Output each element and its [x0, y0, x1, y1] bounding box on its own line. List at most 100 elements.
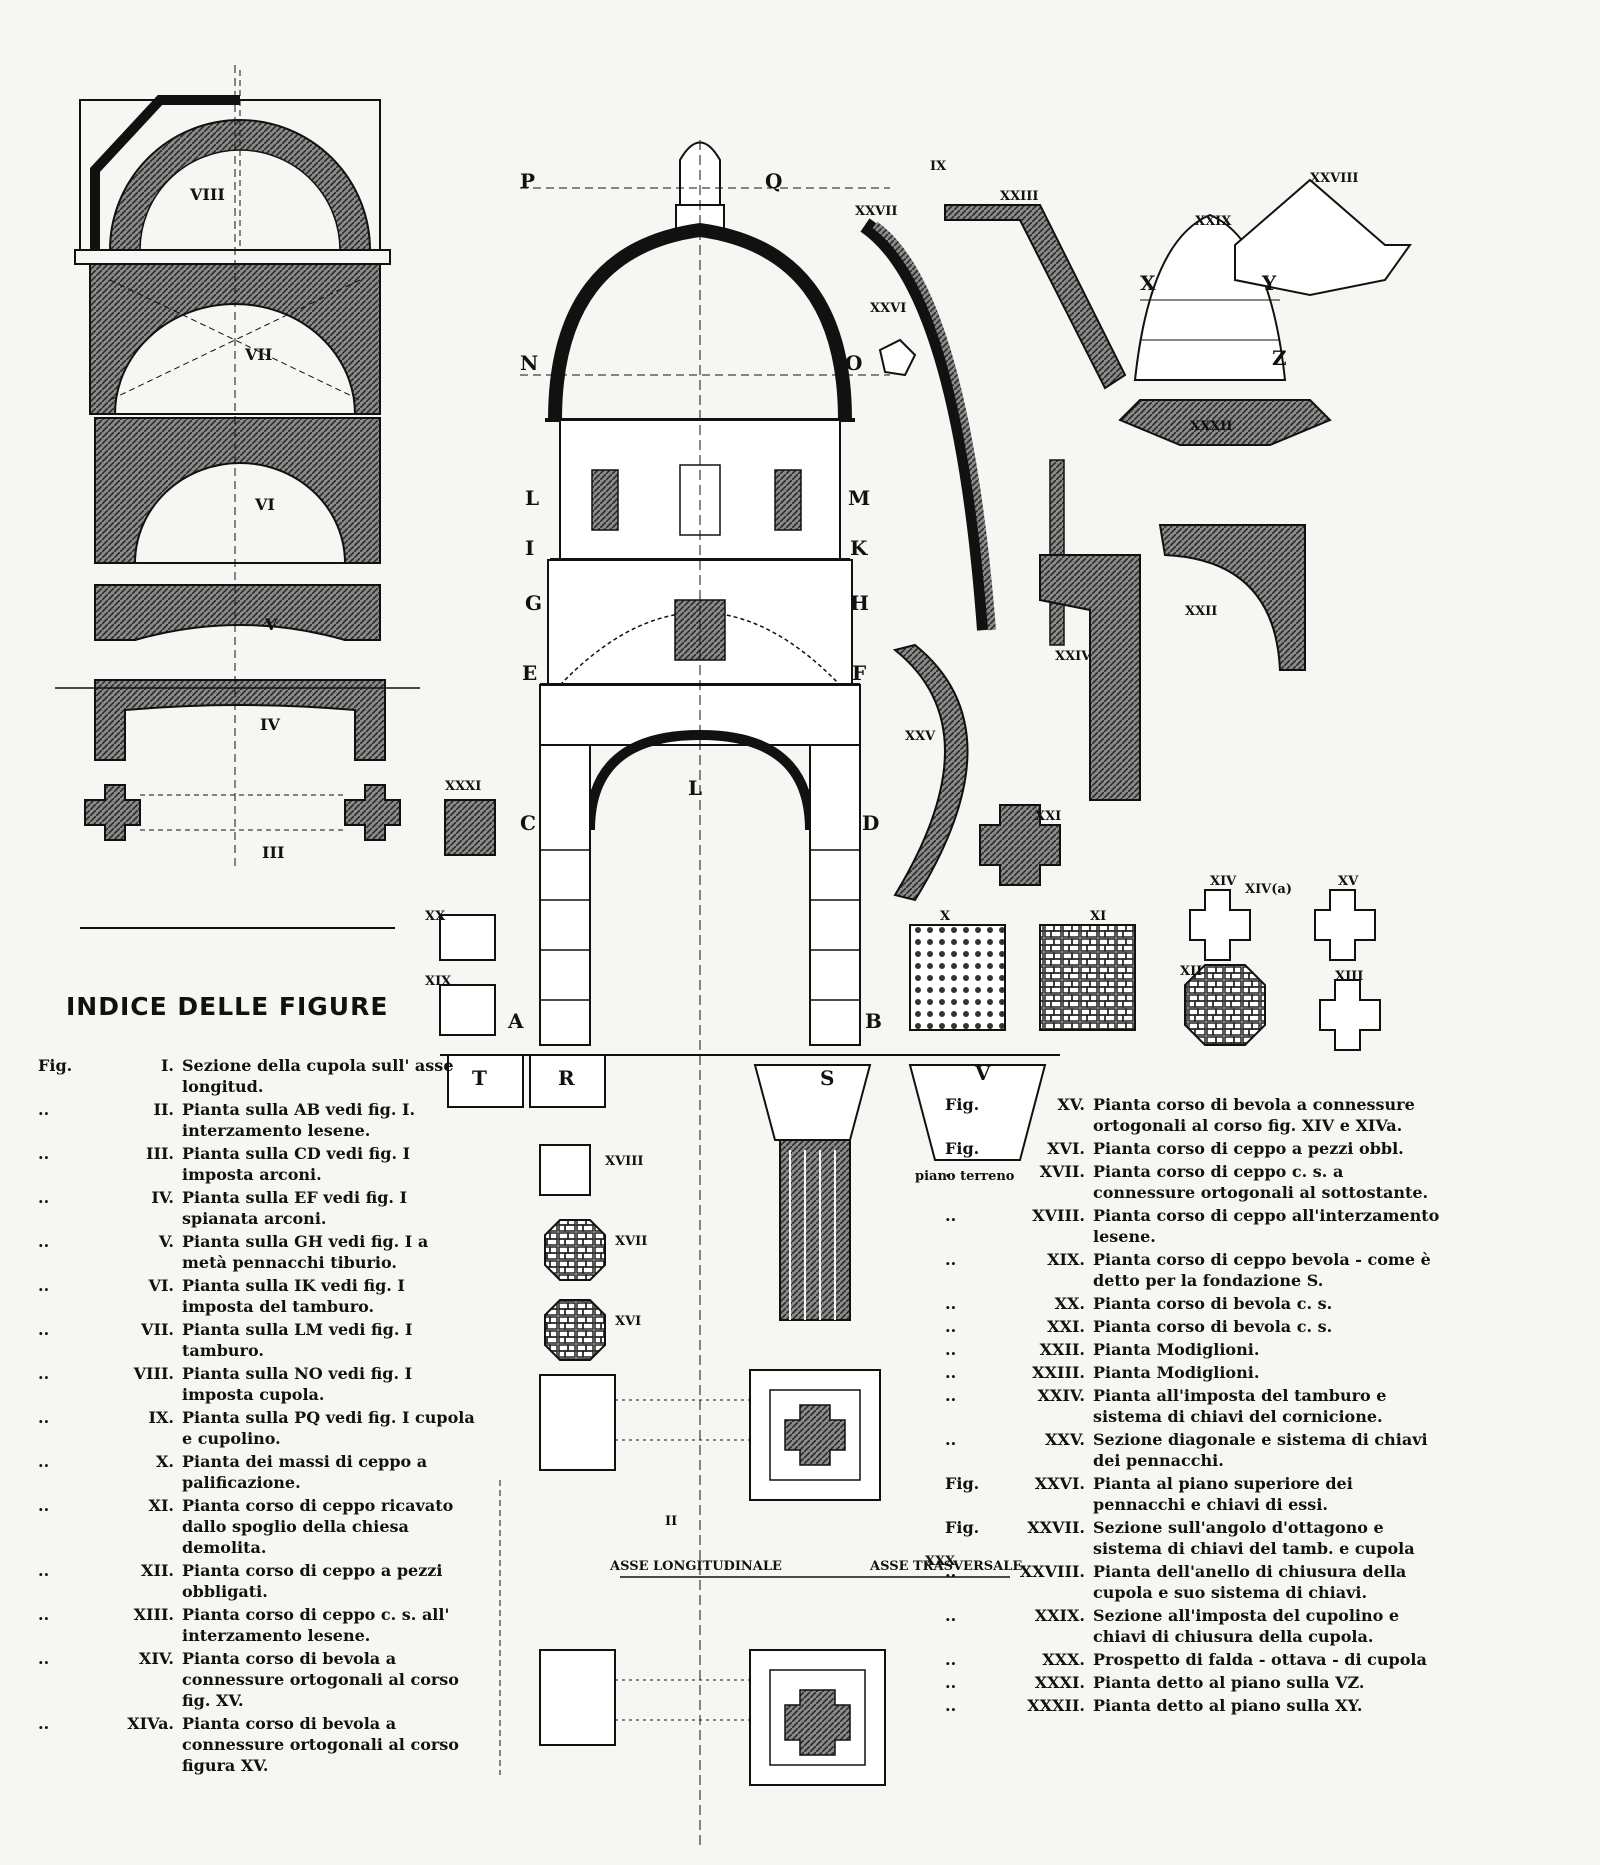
label-fig-vii: VII	[244, 345, 272, 364]
label-fig-v: V	[264, 615, 278, 634]
index-entry-text: Pianta corso di ceppo a pezzi obbligati.	[182, 1561, 443, 1601]
index-entry-text: Pianta all'imposta del tamburo e sistema…	[1093, 1386, 1387, 1426]
index-entry-num: XIII.	[133, 1605, 174, 1624]
label-A: A	[507, 1009, 524, 1033]
label-fig-xiii: XIII	[1335, 969, 1363, 984]
label-E: E	[522, 661, 537, 685]
index-entry-prefix: Fig.	[38, 1056, 73, 1075]
index-entry-num: XIV.	[138, 1649, 174, 1668]
label-fig-xxv: XXV	[905, 729, 936, 744]
index-entry-prefix: ..	[38, 1188, 50, 1207]
label-fig-xii: XII	[1180, 964, 1202, 979]
index-entry-text: Pianta corso di bevola a connessure orto…	[182, 1714, 459, 1775]
label-asse-trasversale: ASSE TRASVERSALE	[869, 1559, 1022, 1574]
index-entry-prefix: ..	[945, 1317, 957, 1336]
index-entry: ..XIVa.Pianta corso di bevola a connessu…	[38, 1713, 478, 1776]
index-entry: ..XIV.Pianta corso di bevola a connessur…	[38, 1648, 478, 1711]
index-entry: ..XXIX.Sezione all'imposta del cupolino …	[945, 1605, 1445, 1647]
label-M: M	[848, 486, 870, 510]
label-T: T	[472, 1066, 487, 1090]
index-entry: ..XXX.Prospetto di falda - ottava - di c…	[945, 1649, 1445, 1670]
index-entry-num: XI.	[148, 1496, 174, 1515]
label-fig-ii: II	[665, 1514, 677, 1529]
index-entry-text: Pianta corso di ceppo bevola - come è de…	[1093, 1250, 1431, 1290]
index-entry-num: XXIX.	[1034, 1606, 1085, 1625]
index-entry-text: Pianta dell'anello di chiusura della cup…	[1093, 1562, 1407, 1602]
label-S: S	[820, 1066, 834, 1090]
index-entry-prefix: ..	[945, 1250, 957, 1269]
label-L: L	[525, 486, 539, 510]
fig-viii-plan: VIII	[74, 70, 391, 265]
index-entry: ..VII.Pianta sulla LM vedi fig. I tambur…	[38, 1319, 478, 1361]
label-I: I	[525, 536, 534, 560]
index-entry-num: XXII.	[1039, 1340, 1085, 1359]
foundation-plans	[499, 1369, 1010, 1786]
index-entry: ..XXXI.Pianta detto al piano sulla VZ.	[945, 1672, 1445, 1693]
index-entry-num: XII.	[141, 1561, 174, 1580]
index-entry-num: XXX.	[1042, 1650, 1085, 1669]
index-entry-prefix: ..	[945, 1340, 957, 1359]
index-entry-num: XV.	[1057, 1095, 1085, 1114]
label-asse-longitudinale: ASSE LONGITUDINALE	[609, 1559, 782, 1574]
fig-iii-plan: III	[84, 784, 401, 862]
label-fig-ix: IX	[930, 159, 947, 174]
index-entry-text: Pianta detto al piano sulla XY.	[1093, 1696, 1363, 1715]
label-X: X	[1140, 271, 1156, 295]
index-entry: ..XIX.Pianta corso di ceppo bevola - com…	[945, 1249, 1445, 1291]
index-entry-num: XXVI.	[1034, 1474, 1085, 1493]
index-entry: Fig.XXVII.Sezione sull'angolo d'ottagono…	[945, 1517, 1445, 1559]
index-entry-prefix: Fig.	[945, 1139, 980, 1158]
label-fig-iii: III	[262, 843, 284, 862]
index-entry-prefix: ..	[38, 1232, 50, 1251]
index-entry: ..XX.Pianta corso di bevola c. s.	[945, 1293, 1445, 1314]
index-entry-num: VII.	[141, 1320, 174, 1339]
label-fig-xvi: XVI	[615, 1314, 641, 1329]
index-entry: ..X.Pianta dei massi di ceppo a palifica…	[38, 1451, 478, 1493]
label-H: H	[850, 591, 869, 615]
index-entry-text: Pianta corso di ceppo a pezzi obbl.	[1093, 1139, 1404, 1158]
index-entry-prefix: ..	[38, 1649, 50, 1668]
label-Z: Z	[1272, 346, 1287, 370]
index-entry-num: XXXI.	[1034, 1673, 1085, 1692]
index-entry-text: Pianta dei massi di ceppo a palificazion…	[182, 1452, 428, 1492]
index-entry-num: II.	[153, 1100, 174, 1119]
index-entry-prefix: Fig.	[945, 1518, 980, 1537]
index-entry-text: Pianta corso di ceppo c. s. a connessure…	[1093, 1162, 1429, 1202]
fig-iv-plan: IV	[55, 679, 420, 761]
index-entry-text: Pianta corso di ceppo ricavato dallo spo…	[182, 1496, 454, 1557]
index-entry-text: Sezione della cupola sull' asse longitud…	[182, 1056, 454, 1096]
label-fig-vi: VI	[254, 495, 275, 514]
index-entry: ..XXIV.Pianta all'imposta del tamburo e …	[945, 1385, 1445, 1427]
label-fig-xxxii: XXXII	[1190, 419, 1232, 434]
index-entry: ..XIII.Pianta corso di ceppo c. s. all' …	[38, 1604, 478, 1646]
label-B: B	[865, 1009, 882, 1033]
index-entry-prefix: ..	[945, 1294, 957, 1313]
index-entry: ..XXVIII.Pianta dell'anello di chiusura …	[945, 1561, 1445, 1603]
label-fig-xi: XI	[1090, 909, 1106, 924]
index-entry-text: Pianta sulla IK vedi fig. I imposta del …	[182, 1276, 405, 1316]
label-F: F	[852, 661, 866, 685]
index-entry-num: XXV.	[1044, 1430, 1085, 1449]
index-entry: ..XVIII.Pianta corso di ceppo all'interz…	[945, 1205, 1445, 1247]
label-Y: Y	[1261, 271, 1277, 295]
index-entry-num: X.	[156, 1452, 174, 1471]
index-entry: ..VIII.Pianta sulla NO vedi fig. I impos…	[38, 1363, 478, 1405]
index-entry-text: Pianta corso di ceppo c. s. all' interza…	[182, 1605, 450, 1645]
label-fig-iv: IV	[260, 715, 280, 734]
fig-vi-plan: VI	[94, 417, 381, 564]
index-entry: ..IX.Pianta sulla PQ vedi fig. I cupola …	[38, 1407, 478, 1449]
index-entry-text: Pianta corso di bevola a connessure orto…	[1093, 1095, 1415, 1135]
label-fig-xxvii: XXVII	[855, 204, 897, 219]
index-entry-prefix: ..	[38, 1364, 50, 1383]
label-fig-xxi: XXI	[1035, 809, 1061, 824]
index-entry-num: XXIV.	[1037, 1386, 1086, 1405]
index-entry: ..XVII.Pianta corso di ceppo c. s. a con…	[945, 1161, 1445, 1203]
index-left-column: Fig.I.Sezione della cupola sull' asse lo…	[38, 1055, 478, 1778]
index-entry-text: Pianta detto al piano sulla VZ.	[1093, 1673, 1365, 1692]
index-entry-num: XXXII.	[1027, 1696, 1085, 1715]
index-entry-prefix: Fig.	[945, 1095, 980, 1114]
index-entry-text: Pianta corso di bevola c. s.	[1093, 1294, 1333, 1313]
label-fig-xxiv: XXIV	[1055, 649, 1092, 664]
label-fig-viii: VIII	[189, 185, 225, 204]
detail-figures-right	[860, 178, 1412, 1051]
